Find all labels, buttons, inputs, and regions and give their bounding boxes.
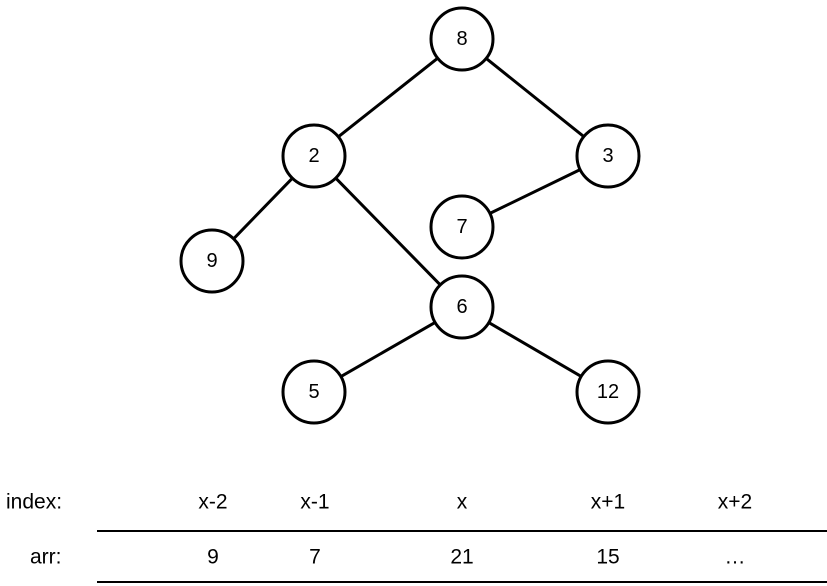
- index-cell: x+1: [591, 491, 625, 514]
- node-circle: [281, 123, 347, 189]
- tree-node-12: 12: [575, 359, 641, 425]
- tree-node-7: 7: [429, 194, 495, 260]
- value-cell: …: [725, 546, 746, 569]
- edge-n6-n12: [487, 321, 583, 378]
- node-label: 8: [456, 28, 467, 50]
- tree-node-2: 2: [281, 123, 347, 189]
- value-cell: 9: [207, 546, 219, 569]
- node-label: 2: [308, 145, 319, 167]
- index-cell: x-2: [198, 491, 227, 514]
- edge-n8-n2: [336, 56, 440, 139]
- node-circle: [429, 6, 495, 72]
- value-cell: 21: [450, 546, 473, 569]
- tree-node-8: 8: [429, 6, 495, 72]
- node-circle: [179, 228, 245, 294]
- edge-n2-n9: [232, 176, 294, 241]
- edge-n3-n7: [488, 168, 582, 215]
- index-cell: x-1: [300, 491, 329, 514]
- node-circle: [575, 123, 641, 189]
- node-circle: [575, 359, 641, 425]
- node-label: 3: [602, 145, 613, 167]
- edge-n6-n5: [339, 320, 437, 379]
- node-label: 9: [206, 250, 217, 272]
- node-circle: [429, 194, 495, 260]
- node-label: 5: [308, 381, 319, 403]
- index-row-label: index:: [6, 491, 62, 514]
- node-label: 12: [597, 381, 619, 403]
- node-label: 6: [456, 296, 467, 318]
- value-cell: 15: [596, 546, 619, 569]
- node-circle: [429, 274, 495, 340]
- node-circle: [281, 359, 347, 425]
- tree-nodes: 8 2 3 7 9 6 5 12: [179, 6, 641, 425]
- index-cells: x-2 x-1 x x+1 x+2: [198, 491, 752, 514]
- index-cell: x+2: [718, 491, 752, 514]
- value-cell: 7: [309, 546, 321, 569]
- edge-n2-n6: [334, 176, 442, 287]
- edge-n8-n3: [484, 56, 586, 139]
- array-table: index: arr: x-2 x-1 x x+1 x+2 9 7 21 15 …: [6, 491, 827, 583]
- tree-node-6: 6: [429, 274, 495, 340]
- tree-node-3: 3: [575, 123, 641, 189]
- value-cells: 9 7 21 15 …: [207, 546, 745, 569]
- node-label: 7: [456, 216, 467, 238]
- index-cell: x: [457, 491, 468, 514]
- tree-edges: [232, 56, 586, 379]
- arr-row-label: arr:: [30, 546, 62, 569]
- tree-node-5: 5: [281, 359, 347, 425]
- tree-node-9: 9: [179, 228, 245, 294]
